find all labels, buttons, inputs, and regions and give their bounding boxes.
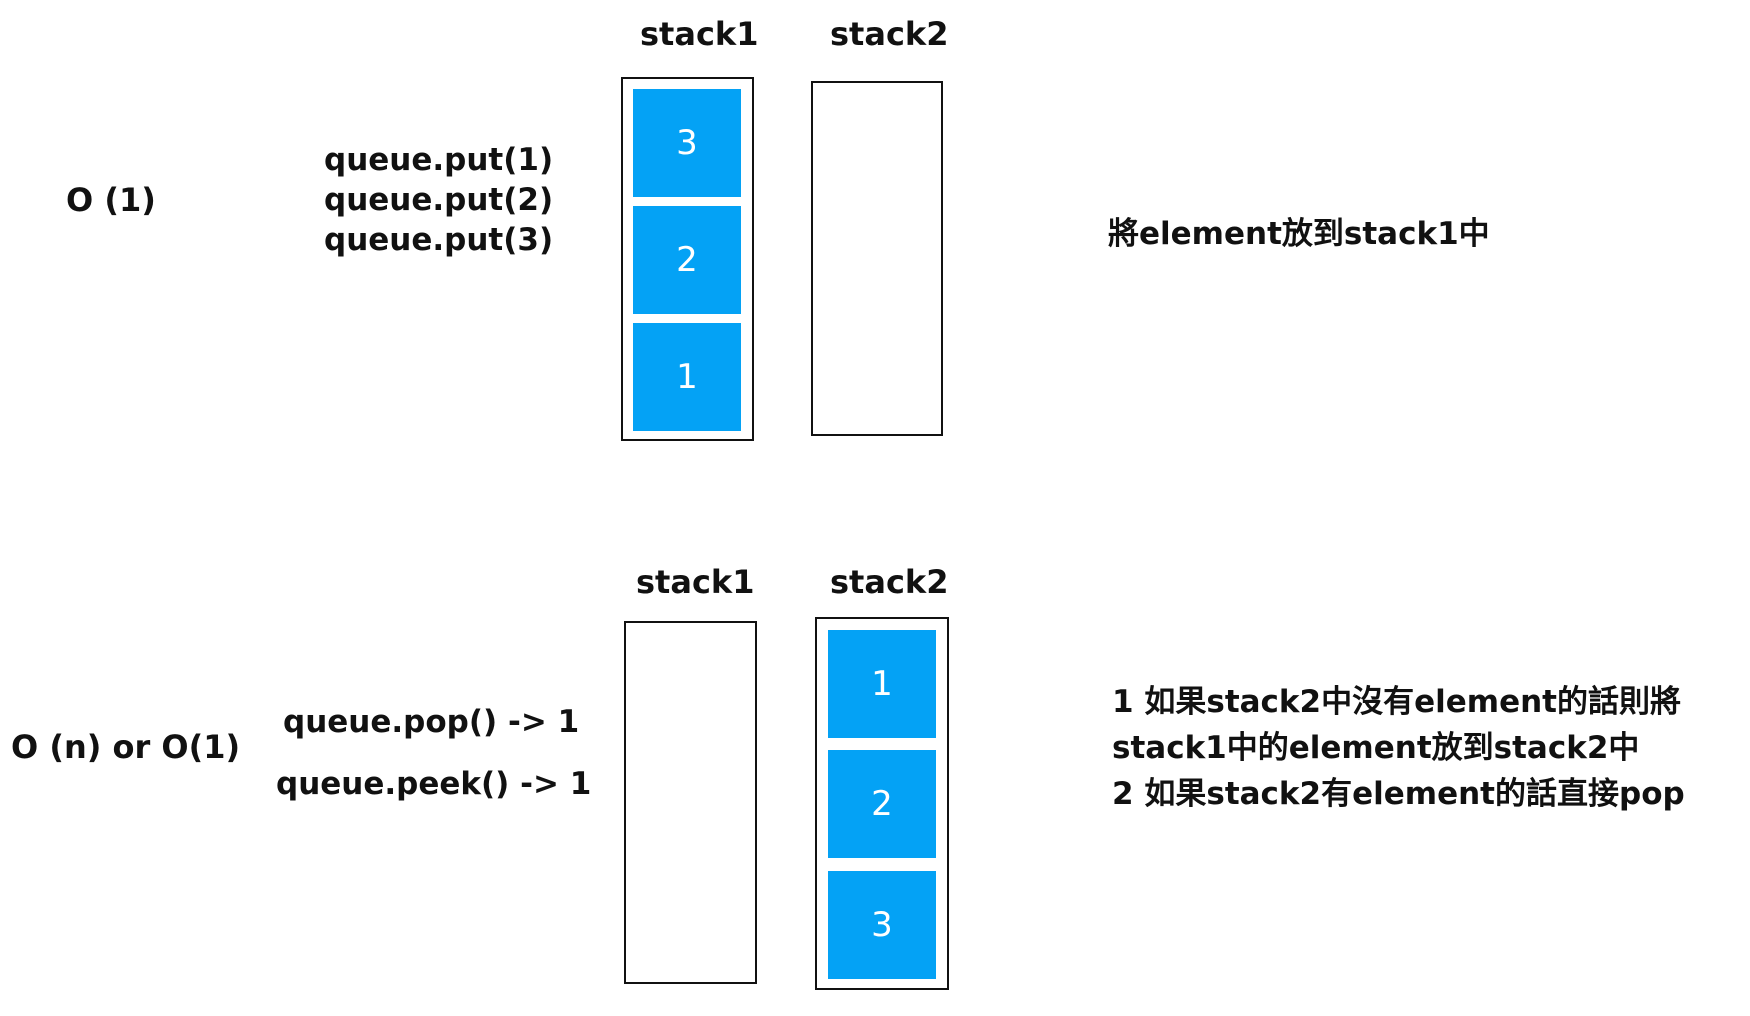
bottom-stack1-container	[624, 621, 757, 984]
bottom-description: 1 如果stack2中沒有element的話則將 stack1中的element…	[1112, 679, 1685, 817]
bottom-stack2-title: stack2	[830, 563, 949, 601]
top-stack2-title: stack2	[830, 15, 949, 53]
description-line: stack1中的element放到stack2中	[1112, 730, 1640, 766]
operation-line: queue.pop() -> 1	[283, 704, 580, 740]
description-line: 2 如果stack2有element的話直接pop	[1112, 776, 1685, 812]
top-stack2-container	[811, 81, 943, 436]
stack-item: 1	[828, 630, 936, 738]
description-line: 1 如果stack2中沒有element的話則將	[1112, 684, 1682, 720]
top-stack1-title: stack1	[640, 15, 759, 53]
operation-line: queue.put(3)	[324, 222, 554, 258]
stack-item: 3	[828, 871, 936, 979]
top-description: 將element放到stack1中	[1108, 211, 1490, 257]
top-complexity: O (1)	[66, 181, 156, 219]
bottom-stack1-title: stack1	[636, 563, 755, 601]
stack-item: 3	[633, 89, 741, 197]
operation-line: queue.peek() -> 1	[276, 766, 592, 802]
top-operations: queue.put(1) queue.put(2) queue.put(3)	[324, 140, 553, 260]
bottom-complexity: O (n) or O(1)	[11, 728, 241, 766]
bottom-stack2-container: 1 2 3	[815, 617, 949, 990]
bottom-operations-2: queue.peek() -> 1	[276, 764, 591, 804]
operation-line: queue.put(1)	[324, 142, 554, 178]
stack-item: 2	[828, 750, 936, 858]
stack-item: 1	[633, 323, 741, 431]
description-line: 將element放到stack1中	[1108, 216, 1490, 252]
operation-line: queue.put(2)	[324, 182, 554, 218]
bottom-operations: queue.pop() -> 1	[283, 702, 579, 742]
stack-item: 2	[633, 206, 741, 314]
top-stack1-container: 3 2 1	[621, 77, 754, 441]
